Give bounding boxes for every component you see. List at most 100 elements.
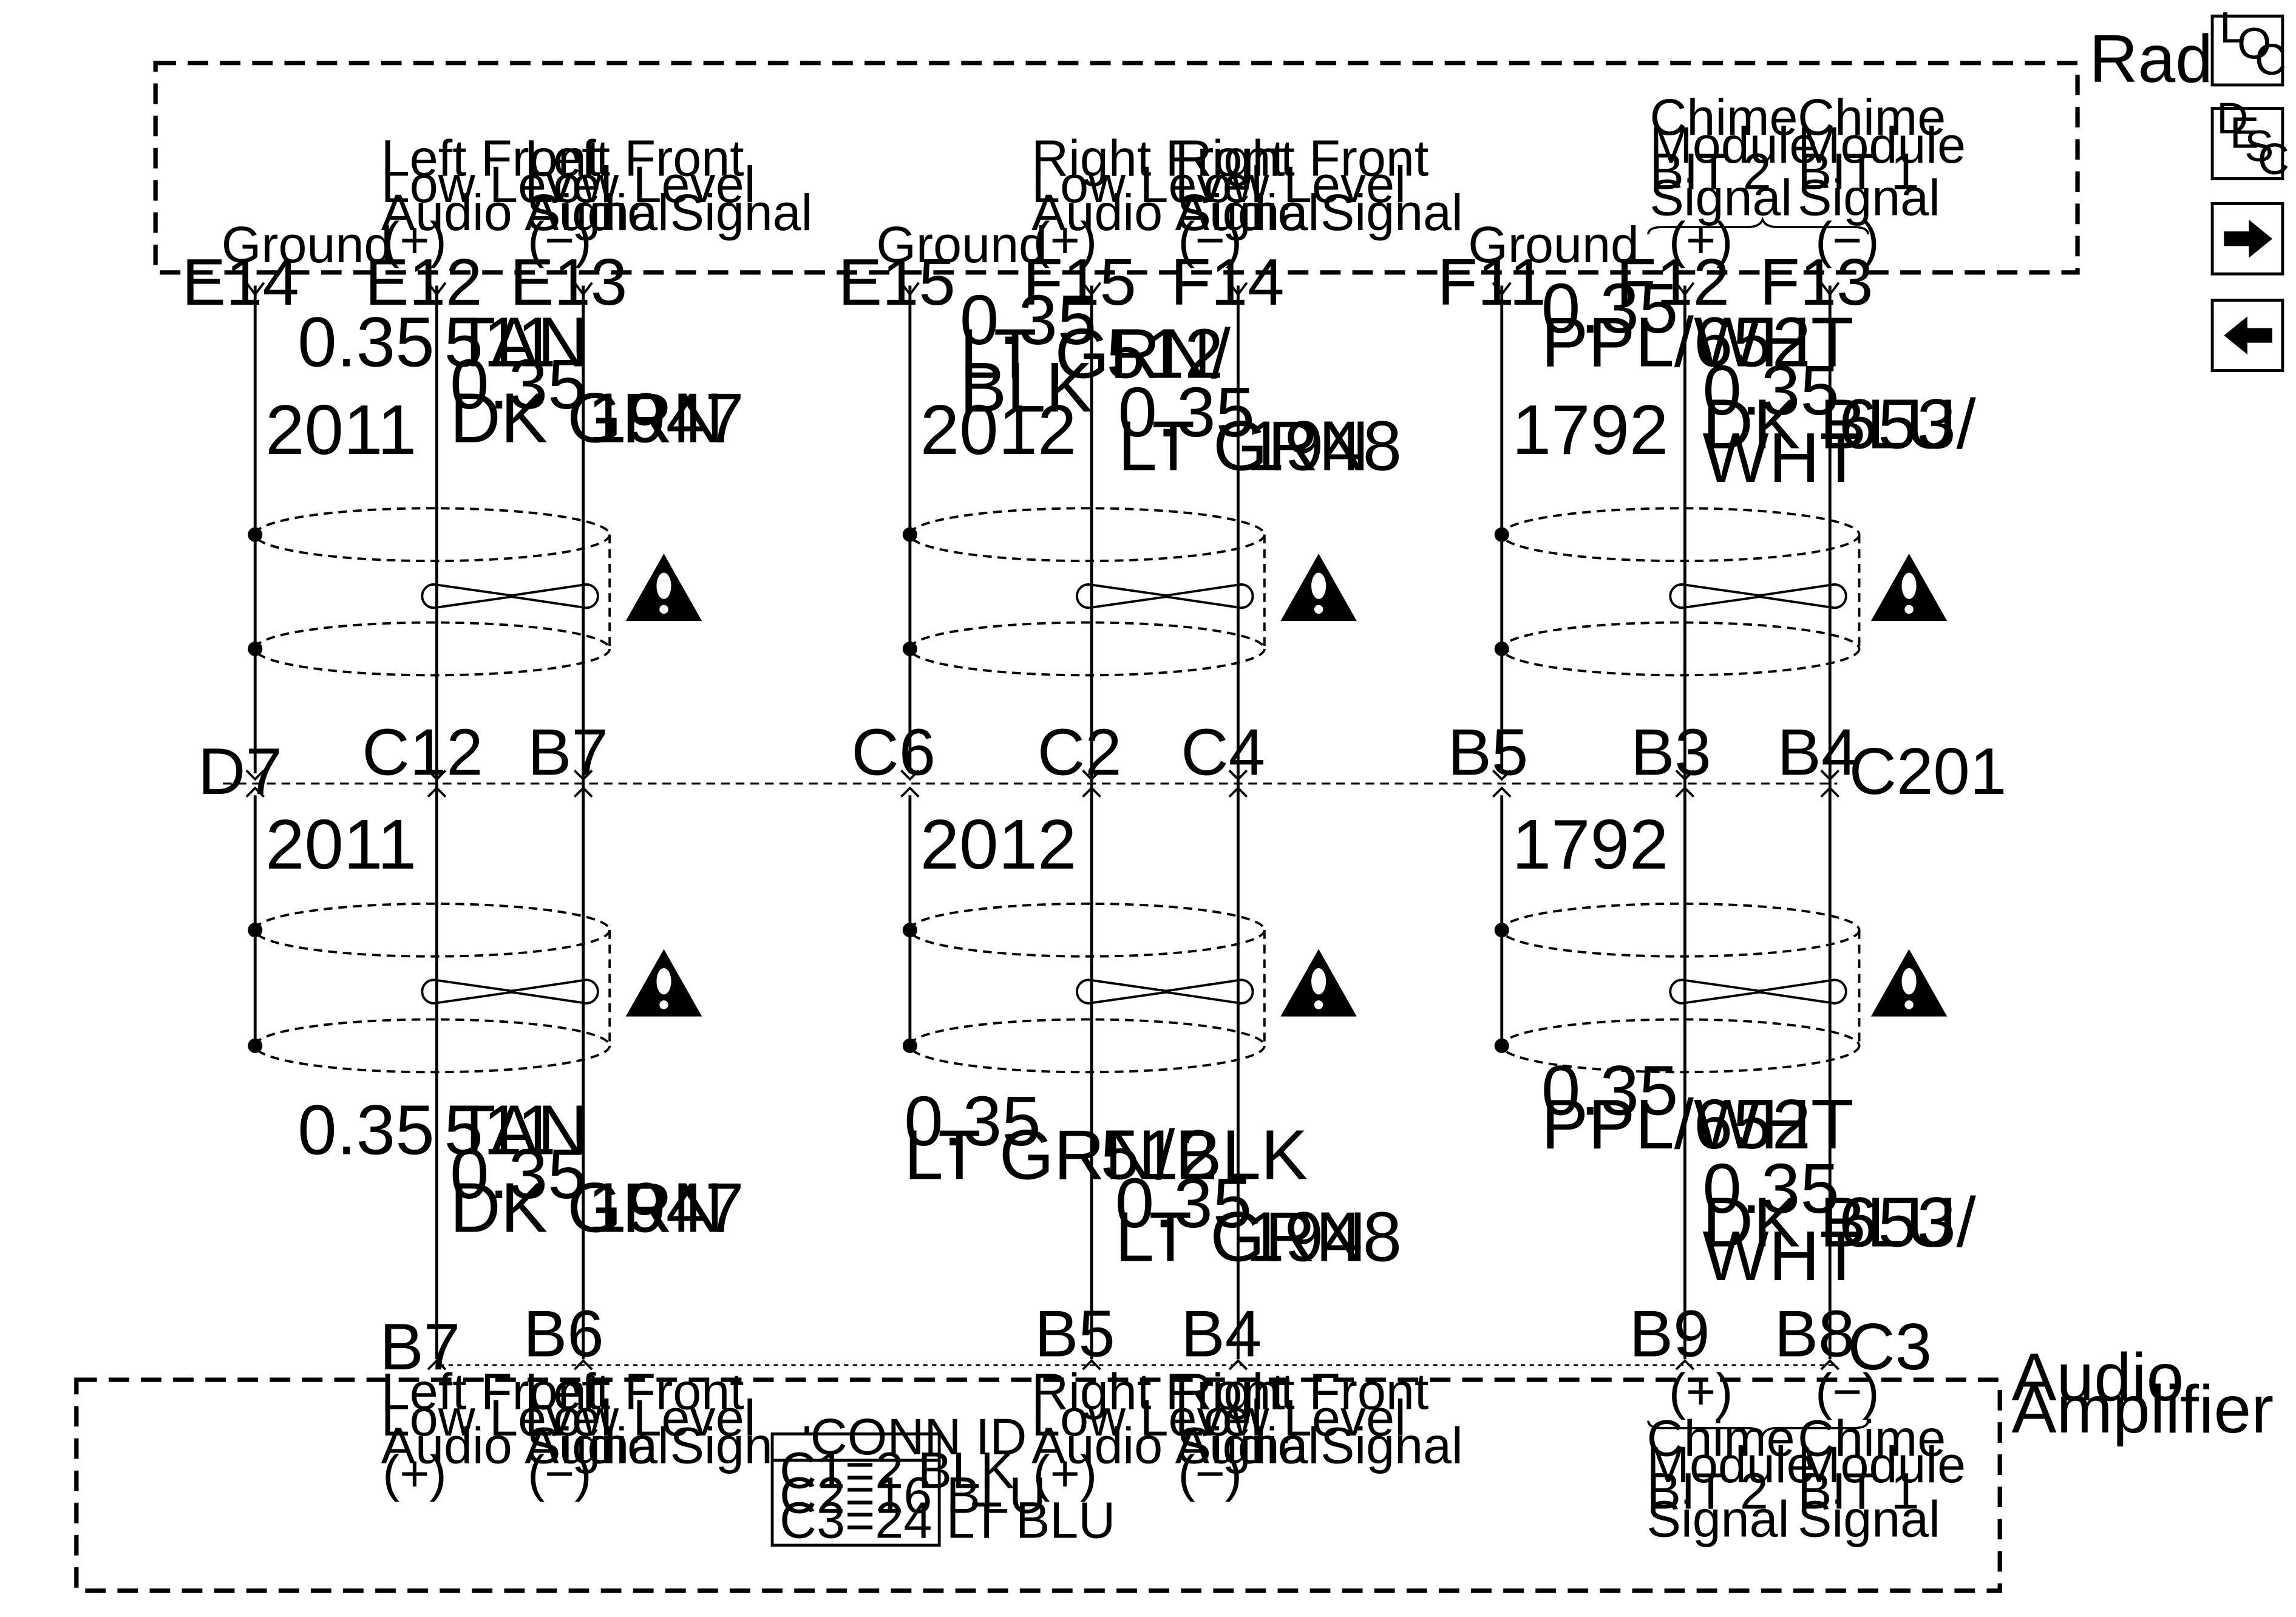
warning-icon [1870,554,1948,622]
wire-label-652-upper: 652 [1694,302,1811,381]
c201-pin-d7: D7 [198,735,282,808]
pin-f15: F15 [1023,246,1136,319]
forward-button[interactable] [2210,202,2284,276]
radio-lf-minus-line3: Audio Signal [525,184,812,241]
wire-label-ltgrnblk-upper-3: BLK [960,348,1093,427]
wire-label-pplwht-lower-1: 0.35 [1541,1051,1678,1130]
wire-label-dkbluwht-lower-1: 0.35 [1702,1149,1839,1228]
radio-chime-bit1-line4: Signal [1798,169,1940,226]
amp-chime-bit1-line3: BIT 1 [1798,1462,1919,1519]
shield-lower-2 [908,902,1266,1074]
c201-pin-b7: B7 [528,716,608,790]
wire-label-ltgrn-upper-1: 0.35 [1118,373,1255,452]
pin-e14: E14 [182,246,299,319]
wire-label-1947-lower: 1947 [588,1168,744,1247]
wire-label-ltgrn-lower-1: 0.35 [1115,1164,1252,1242]
wire-label-ltgrn-lower-2: LT GRN [1115,1198,1367,1276]
radio-module-box [153,61,2080,275]
radio-rf-minus-line4: (−) [1178,212,1242,269]
amp-chime-bit1-line4: Signal [1798,1490,1940,1547]
c201-pin-c4: C4 [1181,716,1265,790]
amp-lf-plus-line3: Audio Signal [381,1417,669,1474]
amp-lf-minus-line2: Low Level [525,1389,755,1446]
amplifier-cavity-labels: Left Front Low Level Audio Signal (+) Le… [381,1363,1966,1547]
amp-pin-b8: B8 [1775,1297,1855,1371]
warning-icons [625,554,1948,1017]
c201-pin-b4: B4 [1777,716,1858,790]
pin-e15: E15 [838,246,956,319]
pin-f12: F12 [1616,246,1730,319]
radio-ground-label-1: Ground [222,216,393,273]
shield-upper-2 [908,507,1266,677]
wire-label-1792-lower: 1792 [1512,805,1669,884]
amp-chime-bit1-line2: Module [1798,1436,1966,1493]
desc-button[interactable]: D E S C [2210,94,2289,185]
pin-e13: E13 [510,246,627,319]
radio-lf-plus-line3: Audio Signal [381,184,669,241]
c201-pin-c12: C12 [362,716,483,790]
amp-chime-bit2-line1: Chime [1647,1410,1795,1467]
c201-pin-b3: B3 [1631,716,1711,790]
wires [253,285,1832,1360]
radio-pin-terminals [245,282,1840,297]
shield-upper-1 [254,507,611,677]
amp-chime-plus: (+) [1669,1363,1733,1420]
radio-lf-plus-line2: Low Level [381,156,612,213]
c201-pin-b5: B5 [1447,716,1528,790]
amp-rf-plus-line3: Audio Signal [1031,1417,1319,1474]
radio-rf-minus-line2: Low Level [1175,156,1406,213]
left-arrow-icon [2224,316,2273,354]
amplifier-title-line2: Amplifier [2011,1372,2274,1447]
radio-lf-minus-line1: Left Front [525,130,744,187]
back-button[interactable] [2210,299,2284,372]
amp-chime-bit2-line3: BIT 2 [1647,1462,1768,1519]
loc-letter-l: L [2220,3,2244,52]
conn-id-title: CONN ID [810,1408,1027,1465]
radio-lf-minus-line4: (−) [528,212,592,269]
amp-lf-plus-line1: Left Front [381,1363,600,1420]
amp-rf-plus-line1: Right Front [1031,1363,1285,1420]
radio-rf-plus-line1: Right Front [1031,130,1285,187]
radio-rf-plus-line4: (+) [1033,212,1098,269]
radio-chime-bit2-line2: Module [1649,117,1818,174]
loc-button[interactable]: L O C [2210,3,2286,87]
right-arrow-icon [2224,219,2273,258]
amp-rf-plus-line2: Low Level [1031,1389,1262,1446]
amp-lf-minus-line4: (−) [528,1445,592,1502]
wire-label-2011-upper: 2011 [265,390,416,469]
conn-id-row-c2: C2=16 BLU [779,1467,1046,1524]
radio-lf-plus-line1: Left Front [381,130,600,187]
wire-label-dkbluwht-lower-3: WHT [1702,1216,1863,1295]
c201-pin-labels: D7 C12 B7 C6 C2 C4 B5 B3 B4 C201 [198,716,2006,808]
amp-connector-c3: C3 [1847,1310,1932,1384]
radio-chime-bit1-line3: BIT 1 [1798,143,1919,200]
wire-label-dkgrn-lower-1: 0.35 [450,1134,586,1213]
radio-chime-bit1-line2: Module [1798,117,1966,174]
amp-lf-plus-line4: (+) [382,1445,447,1502]
wire-label-tan-upper: 0.35 TAN [297,302,588,381]
wire-label-dkbluwht-lower-2: DK BLU/ [1702,1182,1976,1261]
c201-pin-c6: C6 [851,716,936,790]
wire-label-ltgrn-upper-2: LT GRN [1118,407,1370,486]
radio-rf-plus-line3: Audio Signal [1031,184,1319,241]
wire-label-ltgrnblk-upper-2: LT GRN/ [960,314,1231,393]
amp-lf-plus-line2: Low Level [381,1389,612,1446]
pin-f14: F14 [1170,246,1284,319]
radio-chime-brace [1647,217,1869,235]
warning-icon [1870,949,1948,1017]
c201-connector-name: C201 [1849,735,2007,808]
amp-chime-bit2-line2: Module [1647,1436,1815,1493]
radio-rf-plus-line2: Low Level [1031,156,1262,213]
wire-label-pplwht-upper-2: PPL/WHT [1541,302,1854,381]
amp-pin-b7: B7 [379,1310,460,1384]
radio-rf-minus-line3: Audio Signal [1175,184,1463,241]
amp-rf-plus-line4: (+) [1033,1445,1098,1502]
wire-label-dkgrn-upper-1: 0.35 [450,345,586,424]
wire-label-2012-upper: 2012 [920,390,1077,469]
desc-letter-d: D [2216,94,2248,143]
loc-letter-c: C [2255,35,2286,84]
wire-label-512-lower: 512 [1101,1115,1218,1194]
conn-id-row-c3: C3=24 LT BLU [779,1492,1115,1549]
wire-label-ltgrnblk-upper-1: 0.35 [960,280,1096,359]
